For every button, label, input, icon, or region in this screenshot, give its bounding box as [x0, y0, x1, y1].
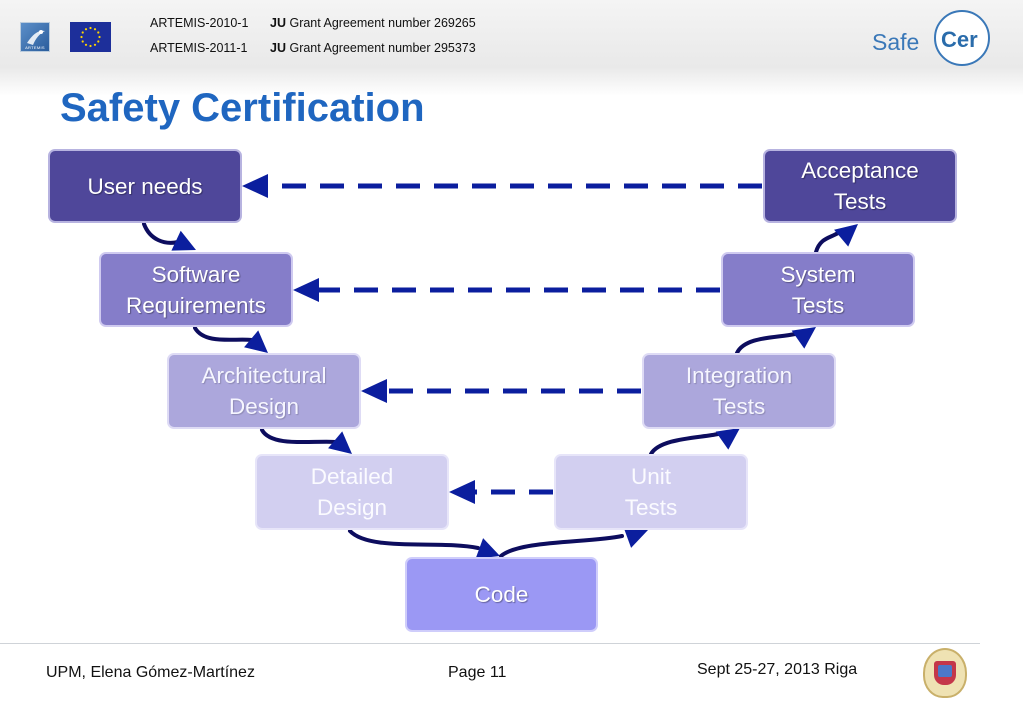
eu-star	[84, 28, 88, 31]
stage-acceptance-tests: Acceptance Tests	[763, 149, 957, 223]
eu-star	[84, 43, 88, 46]
flow-arrow-code-to-unit-head	[623, 527, 648, 548]
trace-arrow-integration-head	[361, 379, 387, 403]
flow-arrow-needs-to-reqs	[142, 222, 180, 245]
upm-seal-icon	[923, 648, 967, 698]
stage-detailed-design: Detailed Design	[255, 454, 449, 530]
flow-arrow-reqs-to-arch-head	[244, 330, 268, 353]
safecer-logo-cer: Cer	[941, 27, 978, 52]
eu-star	[98, 35, 101, 39]
footer-divider	[0, 643, 980, 644]
eu-star	[97, 40, 100, 43]
stage-software-requirements: Software Requirements	[99, 252, 293, 327]
flow-arrow-integration-to-system-head	[791, 327, 816, 349]
eu-star	[93, 43, 97, 46]
flow-arrow-arch-to-detail	[260, 428, 338, 445]
eu-star	[93, 28, 97, 31]
stage-user-needs: User needs	[48, 149, 242, 223]
flow-arrow-unit-to-integration-head	[715, 428, 740, 450]
grant-text: Grant Agreement number 269265	[289, 16, 476, 30]
trace-arrow-acceptance-head	[242, 174, 268, 198]
grant-line-2: ARTEMIS-2011-1 JU Grant Agreement number …	[150, 41, 476, 55]
stage-unit-tests: Unit Tests	[554, 454, 748, 530]
eu-flag-icon	[70, 22, 111, 52]
eu-star	[97, 31, 100, 34]
eu-star	[89, 26, 92, 30]
eu-star	[80, 35, 83, 39]
header-band	[0, 0, 1023, 96]
grant-ju: JU	[270, 16, 286, 30]
flow-arrow-system-to-acceptance	[814, 231, 840, 254]
grant-program: ARTEMIS-2011-1	[150, 41, 248, 55]
artemis-logo: ARTEMIS	[20, 22, 50, 52]
eu-star	[81, 40, 84, 43]
trace-arrow-unit-head	[449, 480, 475, 504]
flow-arrow-code-to-unit	[499, 534, 624, 558]
flow-arrow-reqs-to-arch	[193, 326, 254, 342]
flow-arrow-arch-to-detail-head	[328, 431, 352, 454]
flow-arrow-integration-to-system	[735, 332, 797, 355]
stage-code: Code	[405, 557, 598, 632]
grant-ju: JU	[270, 41, 286, 55]
eu-star	[89, 44, 92, 48]
grant-text: Grant Agreement number 295373	[289, 41, 476, 55]
flow-arrow-detail-to-code	[348, 529, 480, 550]
stage-system-tests: System Tests	[721, 252, 915, 327]
trace-arrow-system-head	[293, 278, 319, 302]
grant-line-1: ARTEMIS-2010-1 JU Grant Agreement number …	[150, 16, 476, 30]
safecer-logo-safe: Safe	[872, 29, 920, 55]
flow-arrow-needs-to-reqs-head	[171, 230, 196, 251]
footer-author: UPM, Elena Gómez-Martínez	[46, 664, 255, 681]
eu-star	[81, 31, 84, 34]
stage-architectural-design: Architectural Design	[167, 353, 361, 429]
artemis-figure-icon	[27, 30, 45, 45]
safecer-ring-icon	[934, 10, 990, 66]
safecer-logo: Safe Cer	[872, 6, 1002, 76]
stage-integration-tests: Integration Tests	[642, 353, 836, 429]
page-title: Safety Certification	[60, 86, 425, 130]
artemis-logo-text: ARTEMIS	[25, 45, 45, 50]
footer-page-number: Page 11	[448, 664, 507, 681]
flow-arrow-detail-to-code-head	[475, 538, 500, 559]
flow-arrow-unit-to-integration	[649, 432, 720, 456]
footer-event: Sept 25-27, 2013 Riga	[697, 661, 858, 678]
grant-program: ARTEMIS-2010-1	[150, 16, 249, 30]
flow-arrow-system-to-acceptance-head	[834, 224, 858, 247]
